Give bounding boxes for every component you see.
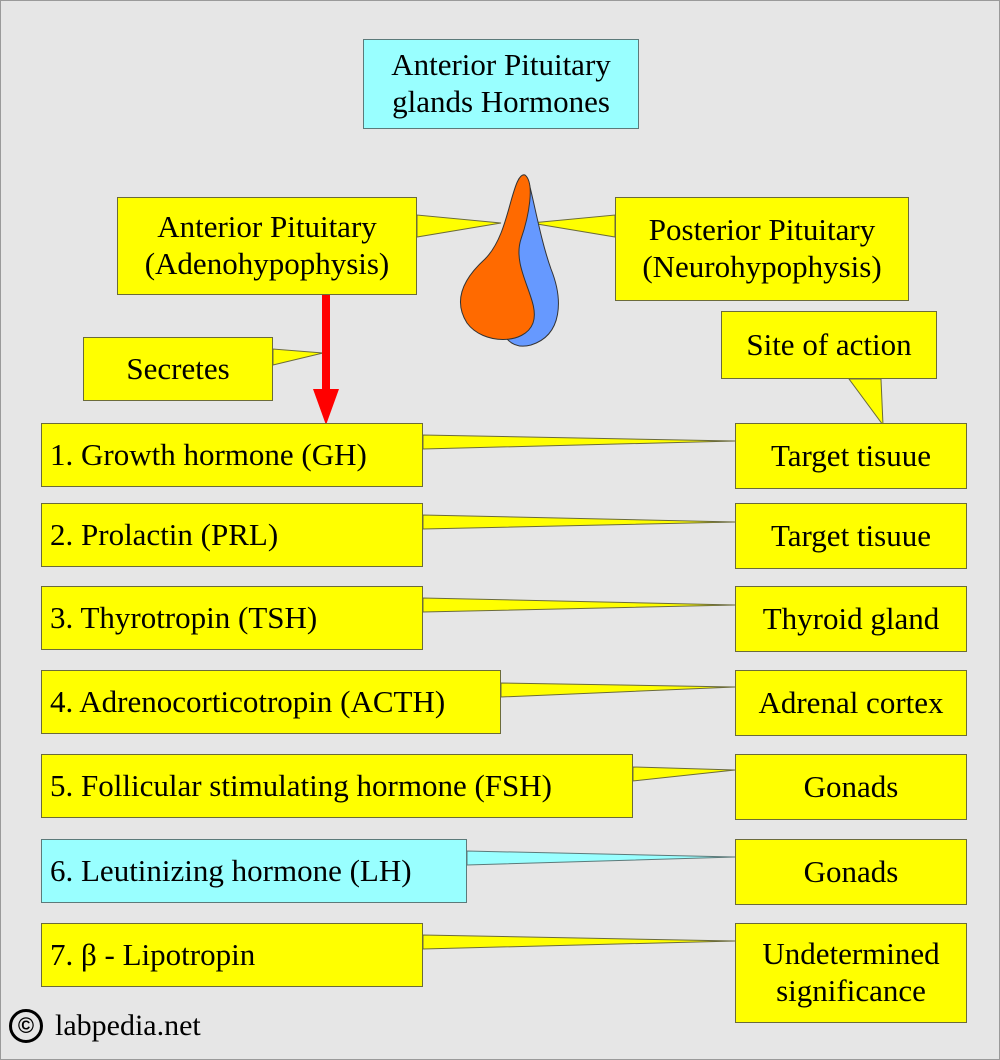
posterior-line-2: (Neurohypophysis): [642, 249, 882, 284]
anterior-line-2: (Adenohypophysis): [144, 246, 390, 281]
target-lh: Gonads: [735, 839, 967, 905]
title-line-1: Anterior Pituitary: [391, 47, 611, 83]
connector-acth: [500, 682, 736, 698]
connector-gh: [422, 434, 736, 450]
connector-lipotropin: [422, 934, 736, 950]
hormone-gh: 1. Growth hormone (GH): [41, 423, 423, 487]
target-prl: Target tisuue: [735, 503, 967, 569]
target-lipotropin: Undetermined significance: [735, 923, 967, 1023]
target-gh: Target tisuue: [735, 423, 967, 489]
anterior-lobe-shape: [460, 174, 535, 340]
site-of-action-label: Site of action: [721, 311, 937, 379]
hormone-lh: 6. Leutinizing hormone (LH): [41, 839, 467, 903]
hormone-lipotropin: 7. β - Lipotropin: [41, 923, 423, 987]
hormone-fsh: 5. Follicular stimulating hormone (FSH): [41, 754, 633, 818]
posterior-callout-pointer: [530, 214, 616, 238]
target-acth: Adrenal cortex: [735, 670, 967, 736]
footer: © labpedia.net: [9, 1009, 201, 1043]
title-line-2: glands Hormones: [392, 84, 610, 119]
site-callout-pointer: [848, 378, 884, 427]
footer-site-link[interactable]: labpedia.net: [55, 1009, 201, 1042]
pituitary-gland-icon: [460, 174, 559, 347]
connector-tsh: [422, 597, 736, 613]
hormone-tsh: 3. Thyrotropin (TSH): [41, 586, 423, 650]
hormone-prl: 2. Prolactin (PRL): [41, 503, 423, 567]
hormone-acth: 4. Adrenocorticotropin (ACTH): [41, 670, 501, 734]
anterior-line-1: Anterior Pituitary: [157, 209, 377, 245]
posterior-line-1: Posterior Pituitary: [648, 212, 876, 248]
connector-fsh: [632, 766, 736, 782]
connector-lh: [466, 850, 736, 866]
secretes-arrow: [313, 295, 339, 425]
target-lipotropin-line-1: Undetermined: [762, 936, 940, 972]
secretes-label: Secretes: [83, 337, 273, 401]
secretes-callout-pointer: [272, 348, 324, 366]
connector-prl: [422, 514, 736, 530]
target-lipotropin-line-2: significance: [776, 973, 926, 1008]
anterior-callout-pointer: [416, 214, 502, 238]
posterior-pituitary-box: Posterior Pituitary (Neurohypophysis): [615, 197, 909, 301]
target-tsh: Thyroid gland: [735, 586, 967, 652]
anterior-pituitary-box: Anterior Pituitary (Adenohypophysis): [117, 197, 417, 295]
diagram-title: Anterior Pituitary glands Hormones: [363, 39, 639, 129]
target-fsh: Gonads: [735, 754, 967, 820]
copyright-icon: ©: [9, 1009, 43, 1043]
